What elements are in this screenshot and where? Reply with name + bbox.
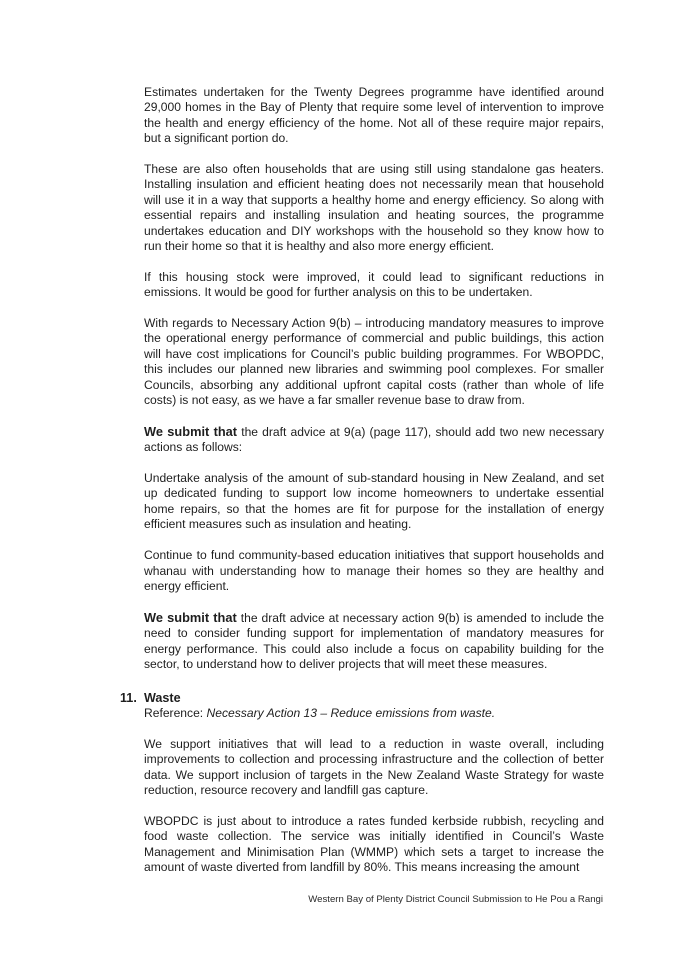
submission-lead: We submit that	[144, 423, 238, 439]
reference-value: Necessary Action 13 – Reduce emissions f…	[206, 706, 496, 721]
paragraph-action-9b: With regards to Necessary Action 9(b) – …	[144, 316, 604, 408]
paragraph-housing-analysis: Undertake analysis of the amount of sub-…	[144, 471, 604, 532]
submission-text: the draft advice at necessary action 9(b…	[144, 610, 604, 671]
paragraph-gas-heaters: These are also often households that are…	[144, 162, 604, 254]
paragraph-waste-initiatives: We support initiatives that will lead to…	[144, 736, 604, 798]
page-footer: Western Bay of Plenty District Council S…	[308, 894, 603, 905]
paragraph-twenty-degrees: Estimates undertaken for the Twenty Degr…	[144, 85, 604, 146]
submission-lead: We submit that	[144, 609, 237, 625]
document-body: Estimates undertaken for the Twenty Degr…	[120, 85, 604, 876]
paragraph-submission-9a: We submit that the draft advice at 9(a) …	[144, 424, 604, 456]
section-number: 11.	[120, 690, 137, 705]
paragraph-housing-stock: If this housing stock were improved, it …	[144, 269, 604, 300]
reference-label: Reference:	[144, 706, 207, 721]
submission-text: the draft advice at 9(a) (page 117), sho…	[144, 424, 604, 455]
paragraph-education-initiatives: Continue to fund community-based educati…	[144, 548, 604, 593]
section-title: Waste	[144, 690, 181, 705]
section-reference: Reference: Necessary Action 13 – Reduce …	[144, 706, 604, 721]
paragraph-kerbside-collection: WBOPDC is just about to introduce a rate…	[144, 813, 604, 875]
paragraph-submission-9b: We submit that the draft advice at neces…	[144, 610, 604, 673]
section-heading-waste: 11. Waste	[120, 691, 604, 706]
